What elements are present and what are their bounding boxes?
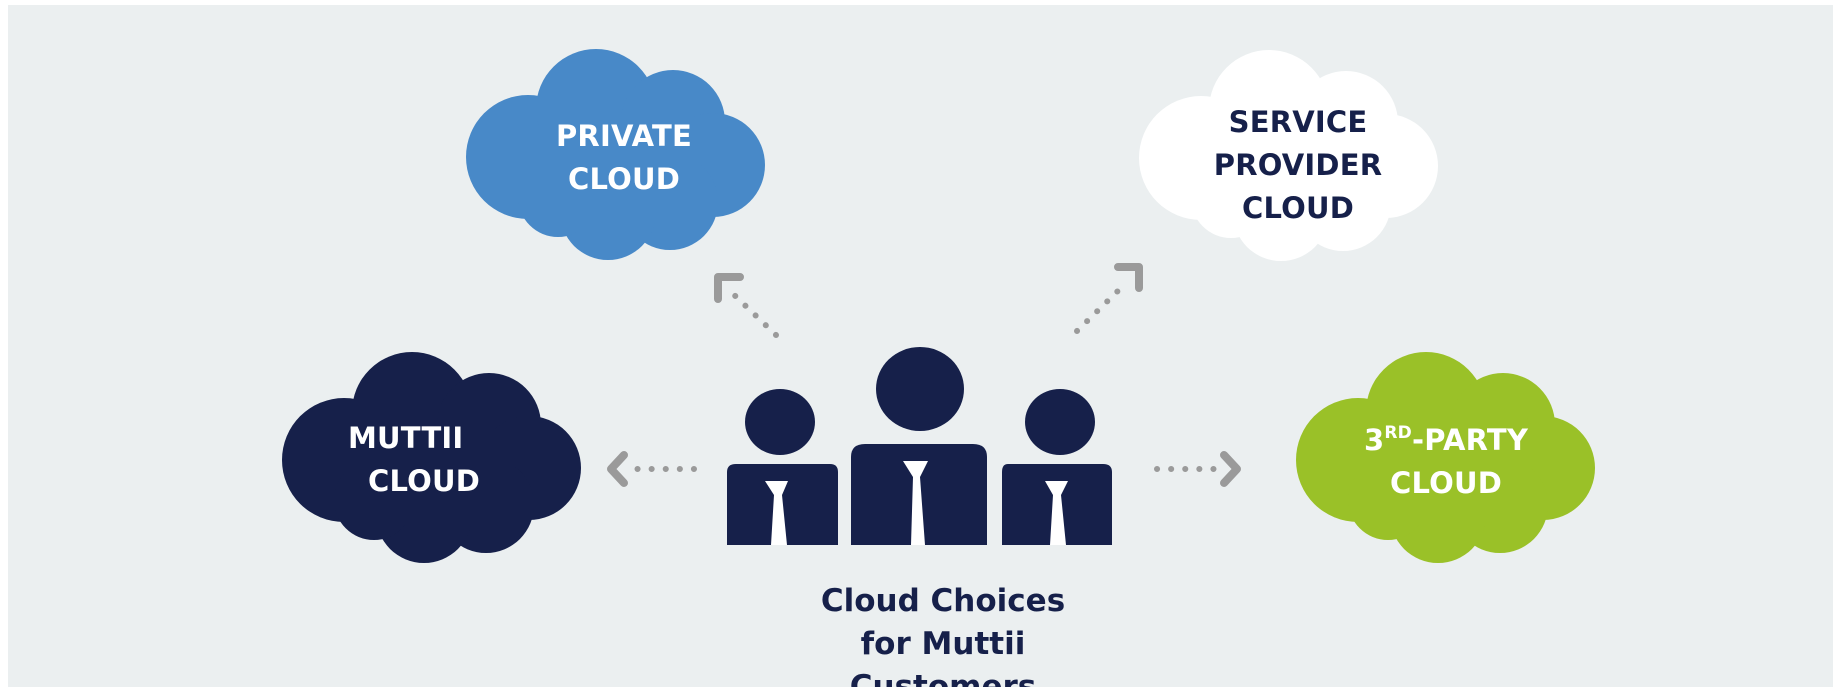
- service-provider-line1: SERVICE: [1228, 105, 1368, 139]
- service-provider-cloud-label: SERVICE PROVIDER CLOUD: [1188, 101, 1408, 230]
- private-cloud-label: PRIVATE CLOUD: [528, 115, 720, 201]
- diagram-canvas: PRIVATE CLOUD SERVICE PROVIDER CLOUD MUT…: [8, 5, 1833, 687]
- arrow-to-private-icon: [714, 273, 779, 338]
- caption-line2: for Muttii: [860, 626, 1026, 662]
- people-group-icon: [727, 347, 1112, 545]
- arrow-to-third-party-icon: [1154, 451, 1241, 487]
- muttii-cloud-label: MUTTII CLOUD: [338, 417, 508, 503]
- service-provider-line3: CLOUD: [1241, 191, 1354, 225]
- muttii-cloud-line2: CLOUD: [368, 464, 481, 498]
- arrow-to-service-provider-icon: [1074, 263, 1143, 334]
- service-provider-line2: PROVIDER: [1213, 148, 1383, 182]
- ties-icon: [765, 461, 1068, 545]
- private-cloud-line1: PRIVATE: [555, 119, 693, 153]
- arrow-to-muttii-icon: [607, 451, 697, 487]
- third-party-superscript: RD: [1384, 423, 1412, 443]
- third-party-cloud-label: 3RD-PARTY CLOUD: [1331, 419, 1561, 505]
- private-cloud-line2: CLOUD: [567, 162, 680, 196]
- caption-line1: Cloud Choices: [820, 583, 1066, 619]
- third-party-prefix: 3: [1363, 423, 1385, 457]
- third-party-line2: CLOUD: [1389, 466, 1502, 500]
- caption-line3: Customers: [849, 669, 1037, 687]
- diagram-caption: Cloud Choices for Muttii Customers: [778, 580, 1108, 687]
- third-party-suffix: -PARTY: [1411, 423, 1529, 457]
- muttii-cloud-line1: MUTTII: [348, 421, 464, 455]
- third-party-line1: 3RD-PARTY: [1331, 419, 1561, 462]
